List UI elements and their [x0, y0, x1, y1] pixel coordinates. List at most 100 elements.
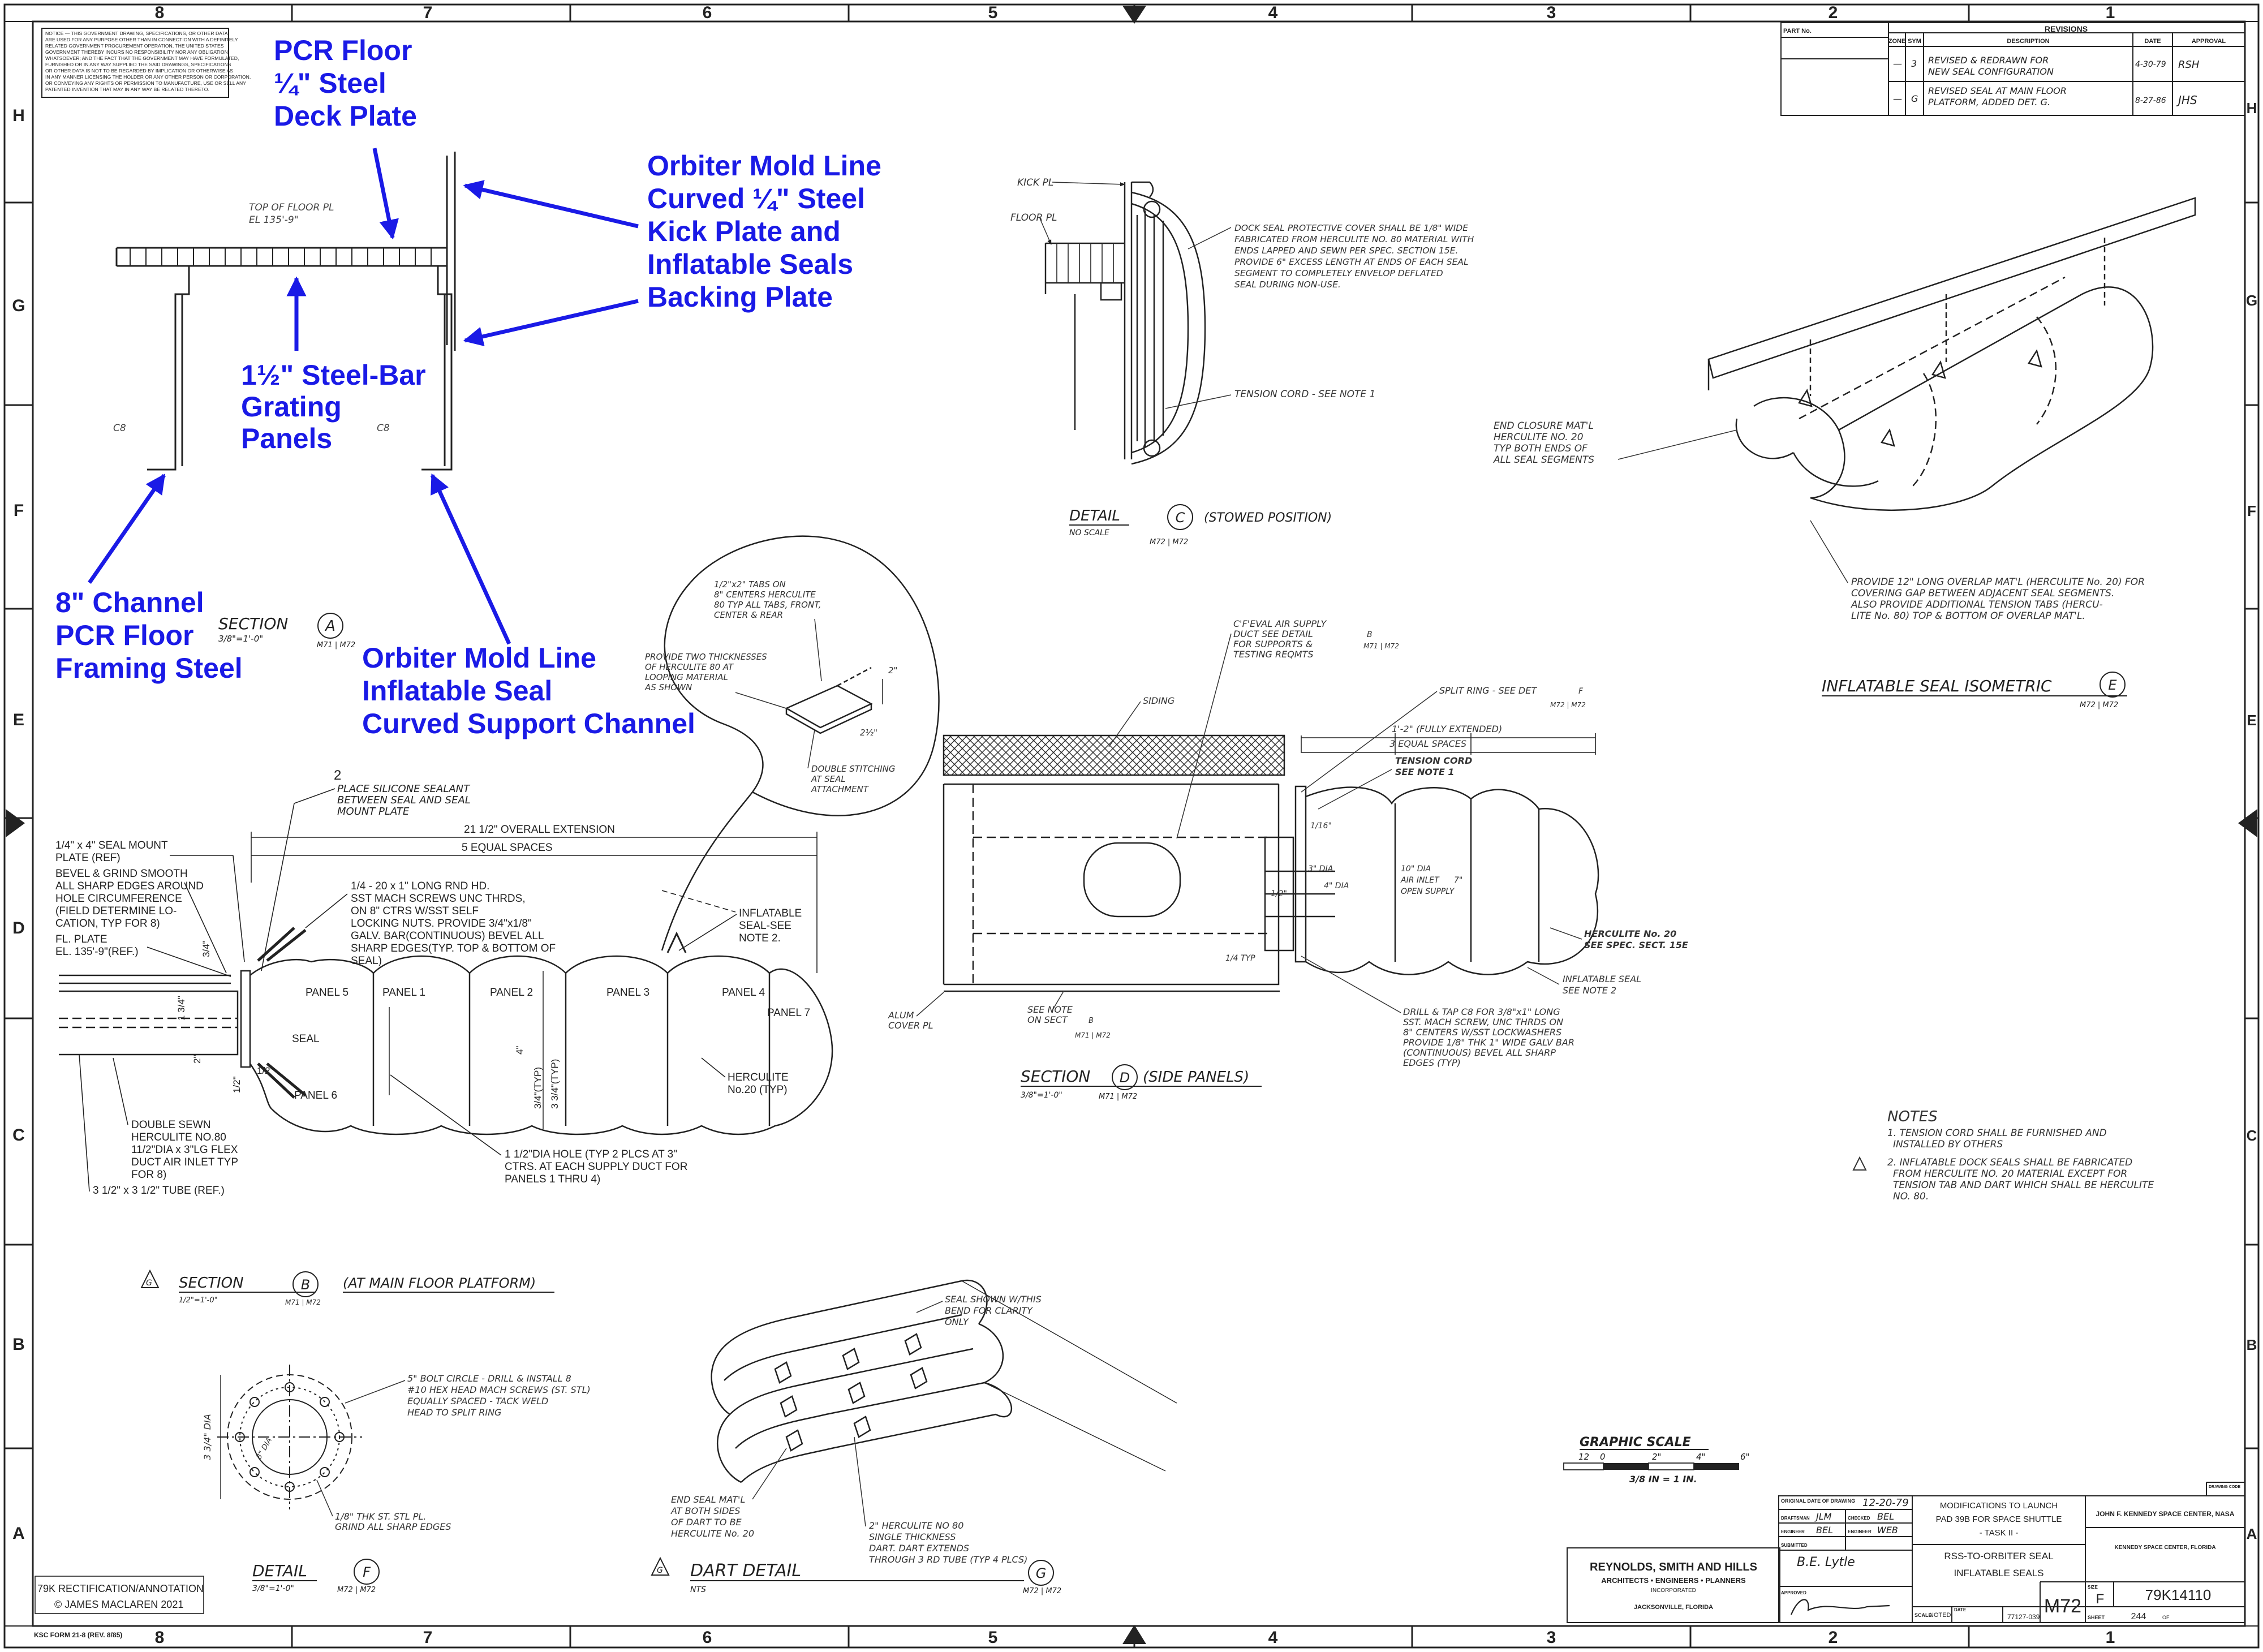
- svg-text:(CONTINUOUS) BEVEL ALL SHARP: (CONTINUOUS) BEVEL ALL SHARP: [1403, 1047, 1556, 1058]
- svg-text:244: 244: [2131, 1612, 2146, 1621]
- svg-text:HEAD TO SPLIT RING: HEAD TO SPLIT RING: [407, 1407, 501, 1418]
- svg-text:6: 6: [703, 1628, 712, 1647]
- revisions-block: [1780, 22, 2245, 116]
- svg-text:4-30-79: 4-30-79: [2135, 60, 2166, 69]
- svg-text:END SEAL MAT'L: END SEAL MAT'L: [671, 1494, 745, 1505]
- svg-text:2" HERCULITE NO 80: 2" HERCULITE NO 80: [869, 1520, 963, 1531]
- graphic-scale: GRAPHIC SCALE 12 0 2" 4" 6" 3/8 IN = 1 I…: [1563, 1435, 1749, 1485]
- svg-text:RSS-TO-ORBITER SEAL: RSS-TO-ORBITER SEAL: [1944, 1551, 2053, 1561]
- svg-text:C8: C8: [113, 423, 126, 434]
- svg-text:INFLATABLE SEALS: INFLATABLE SEALS: [1954, 1568, 2043, 1578]
- svg-text:DESCRIPTION: DESCRIPTION: [2007, 38, 2049, 45]
- svg-text:CATION, TYP FOR 8): CATION, TYP FOR 8): [55, 918, 160, 930]
- title-block-frame: [1567, 1482, 2245, 1623]
- svg-text:SEGMENT TO COMPLETELY ENVELOP: SEGMENT TO COMPLETELY ENVELOP DEFLATED: [1234, 268, 1443, 278]
- annotation-arrows: [88, 148, 639, 645]
- svg-text:PANEL 3: PANEL 3: [606, 987, 649, 999]
- svg-text:B: B: [301, 1277, 310, 1293]
- svg-text:5" BOLT CIRCLE - DRILL & INSTA: 5" BOLT CIRCLE - DRILL & INSTALL 8: [407, 1373, 571, 1384]
- svg-text:PART No.: PART No.: [1783, 28, 1812, 35]
- svg-text:M71 | M72: M71 | M72: [285, 1298, 321, 1306]
- svg-text:LITE No. 80) TOP & BOTTOM OF O: LITE No. 80) TOP & BOTTOM OF OVERLAP MAT…: [1851, 610, 2085, 622]
- svg-text:NOTED: NOTED: [1929, 1612, 1951, 1619]
- svg-text:0: 0: [1600, 1452, 1606, 1462]
- svg-text:3/4"(TYP): 3/4"(TYP): [532, 1067, 543, 1109]
- svg-text:ZONE: ZONE: [1888, 38, 1906, 45]
- svg-text:PROVIDE TWO THICKNESSES: PROVIDE TWO THICKNESSES: [645, 652, 767, 662]
- svg-text:DOUBLE STITCHING: DOUBLE STITCHING: [811, 764, 896, 774]
- bubble-leaders: [735, 618, 822, 769]
- svg-text:AT SEAL: AT SEAL: [811, 774, 846, 784]
- svg-text:BEL: BEL: [1816, 1525, 1833, 1535]
- svg-text:E: E: [2247, 712, 2256, 729]
- annotations-blue: PCR Floor ¼" Steel Deck Plate Orbiter Mo…: [55, 35, 881, 739]
- svg-text:4": 4": [1696, 1452, 1705, 1462]
- svg-text:OF: OF: [2162, 1615, 2170, 1620]
- svg-text:FURNISHED OR IN ANY WAY SUPPLI: FURNISHED OR IN ANY WAY SUPPLIED THE SAI…: [45, 62, 231, 67]
- svg-text:AIR INLET: AIR INLET: [1400, 876, 1440, 885]
- svg-text:SPLIT RING - SEE DET: SPLIT RING - SEE DET: [1439, 685, 1537, 696]
- svg-text:AT BOTH SIDES: AT BOTH SIDES: [670, 1505, 741, 1516]
- svg-text:—: —: [1893, 93, 1902, 104]
- svg-text:REYNOLDS, SMITH AND HILLS: REYNOLDS, SMITH AND HILLS: [1590, 1561, 1757, 1573]
- detail-f-title: DETAIL F 3/8"=1'-0" M72 | M72: [252, 1559, 380, 1594]
- svg-text:4: 4: [1268, 1628, 1278, 1647]
- svg-text:REVISED SEAL AT MAIN FLOOR: REVISED SEAL AT MAIN FLOOR: [1928, 85, 2067, 96]
- svg-text:Inflatable Seals: Inflatable Seals: [647, 248, 853, 280]
- svg-text:6": 6": [1740, 1452, 1749, 1462]
- svg-text:SHEET: SHEET: [2088, 1615, 2105, 1620]
- svg-text:8" Channel: 8" Channel: [55, 587, 204, 618]
- svg-text:G: G: [1911, 93, 1918, 104]
- svg-text:2½": 2½": [860, 728, 877, 738]
- svg-text:No.20 (TYP): No.20 (TYP): [728, 1084, 788, 1096]
- revisions-text: PART No. REVISIONS ZONE SYM DESCRIPTION …: [1783, 24, 2226, 107]
- centering-marks: [6, 6, 2257, 1644]
- svg-text:8: 8: [155, 1628, 165, 1647]
- svg-text:SEAL-SEE: SEAL-SEE: [739, 920, 791, 932]
- svg-text:BEL: BEL: [1877, 1511, 1894, 1522]
- svg-text:G: G: [2246, 292, 2257, 309]
- svg-text:SINGLE THICKNESS: SINGLE THICKNESS: [869, 1531, 956, 1542]
- svg-text:EL. 135'-9"(REF.): EL. 135'-9"(REF.): [55, 946, 139, 958]
- svg-text:8" CENTERS HERCULITE: 8" CENTERS HERCULITE: [714, 590, 816, 600]
- notes-block: NOTES 1. TENSION CORD SHALL BE FURNISHED…: [1852, 1108, 2154, 1202]
- svg-text:PLACE SILICONE SEALANT: PLACE SILICONE SEALANT: [337, 783, 471, 795]
- svg-text:KSC FORM 21-8 (REV. 8/85): KSC FORM 21-8 (REV. 8/85): [34, 1631, 122, 1639]
- svg-text:SST MACH SCREWS UNC THRDS,: SST MACH SCREWS UNC THRDS,: [351, 893, 526, 905]
- svg-text:ORIGINAL DATE OF DRAWING: ORIGINAL DATE OF DRAWING: [1781, 1498, 1855, 1504]
- svg-text:COVERING GAP BETWEEN ADJACENT: COVERING GAP BETWEEN ADJACENT SEAL SEGME…: [1851, 588, 2114, 599]
- isometric-text: END CLOSURE MAT'L HERCULITE NO. 20 TYP B…: [1493, 420, 2145, 622]
- svg-text:1/4 TYP: 1/4 TYP: [1225, 954, 1255, 963]
- svg-text:ON 8" CTRS W/SST SELF: ON 8" CTRS W/SST SELF: [351, 905, 479, 917]
- section-d-title: SECTION D (SIDE PANELS) 3/8"=1'-0" M71 |…: [1021, 1064, 1262, 1101]
- svg-text:1/8" THK ST. STL PL.: 1/8" THK ST. STL PL.: [335, 1511, 426, 1522]
- svg-text:H: H: [12, 106, 25, 125]
- section-a-drawing: [115, 152, 456, 471]
- svg-text:5 EQUAL SPACES: 5 EQUAL SPACES: [462, 842, 553, 854]
- svg-text:3/8"=1'-0": 3/8"=1'-0": [252, 1584, 294, 1593]
- svg-text:1/2"=1'-0": 1/2"=1'-0": [179, 1296, 218, 1305]
- svg-text:APPROVAL: APPROVAL: [2192, 38, 2226, 45]
- svg-text:DATE: DATE: [1954, 1607, 1967, 1612]
- svg-text:C: C: [1176, 510, 1185, 526]
- footer-credit: 79K RECTIFICATION/ANNOTATION © JAMES MAC…: [34, 1576, 204, 1639]
- svg-text:77127-039: 77127-039: [2007, 1613, 2040, 1621]
- svg-text:GOVERNMENT THEREBY INCURS NO R: GOVERNMENT THEREBY INCURS NO RESPONSIBIL…: [45, 49, 228, 55]
- svg-text:1: 1: [2106, 3, 2115, 22]
- svg-text:FLOOR PL: FLOOR PL: [1010, 212, 1057, 223]
- svg-text:G: G: [657, 1566, 663, 1575]
- svg-text:PCR Floor: PCR Floor: [274, 35, 412, 66]
- svg-text:SEE NOTE 2: SEE NOTE 2: [1563, 985, 1616, 996]
- svg-text:PROVIDE 1/8" THK 1" WIDE GALV: PROVIDE 1/8" THK 1" WIDE GALV BAR: [1403, 1037, 1574, 1048]
- svg-text:5: 5: [988, 1628, 998, 1647]
- svg-text:ALL SEAL SEGMENTS: ALL SEAL SEGMENTS: [1493, 454, 1594, 466]
- svg-text:FOR SUPPORTS &: FOR SUPPORTS &: [1233, 639, 1313, 649]
- svg-text:BEND FOR CLARITY: BEND FOR CLARITY: [945, 1305, 1033, 1316]
- svg-text:Orbiter Mold Line: Orbiter Mold Line: [647, 150, 881, 182]
- svg-text:WHATSOEVER; AND THE FACT THAT: WHATSOEVER; AND THE FACT THAT THE GOVERN…: [45, 55, 239, 61]
- svg-text:NOTICE — THIS GOVERNMENT DRAWI: NOTICE — THIS GOVERNMENT DRAWING, SPECIF…: [45, 31, 228, 36]
- svg-text:7": 7": [1454, 876, 1462, 885]
- svg-text:GRIND ALL SHARP EDGES: GRIND ALL SHARP EDGES: [335, 1521, 451, 1532]
- svg-text:6: 6: [703, 3, 712, 22]
